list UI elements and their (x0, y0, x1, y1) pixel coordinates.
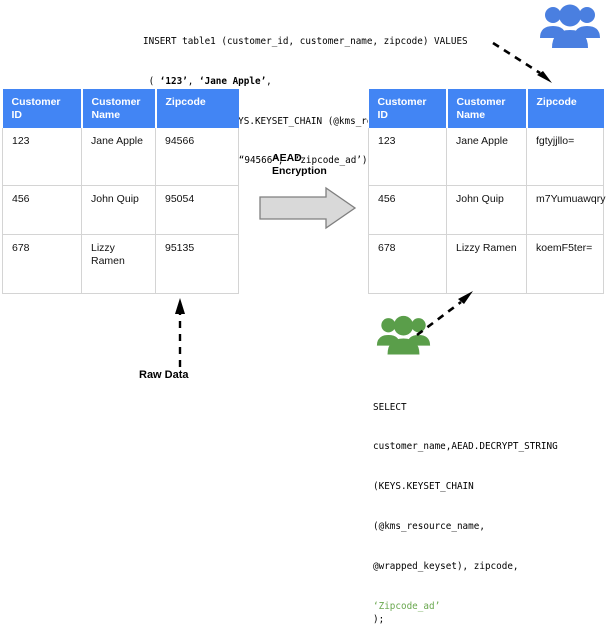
arrow-select-to-encrypted-table (415, 288, 477, 343)
header-line-2: ID (377, 108, 389, 121)
column-header-customer-id: Customer ID (368, 89, 447, 128)
select-line-3: (KEYS.KEYSET_CHAIN (373, 481, 474, 493)
header-line-1: Customer (11, 96, 61, 108)
cell-customer-name: John Quip (446, 185, 527, 235)
select-line-6-tail: ); (373, 614, 385, 626)
table-header-row: Customer ID Customer Name Zipcode (368, 89, 604, 128)
plaintext-table: Customer ID Customer Name Zipcode 123 Ja… (2, 89, 239, 294)
select-line-6: ‘Zipcode_ad’); (373, 600, 558, 627)
cell-customer-id: 678 (2, 234, 82, 294)
header-line-2: Name (91, 108, 121, 121)
cell-customer-id: 123 (2, 128, 82, 186)
cell-zipcode: koemF5ter= (526, 234, 604, 294)
cell-customer-name: Jane Apple (446, 128, 527, 186)
insert-line-1: INSERT table1 (customer_id, customer_nam… (143, 36, 468, 48)
encrypted-table: Customer ID Customer Name Zipcode 123 Ja… (368, 89, 605, 294)
insert-line-2: ( ‘123’, ‘Jane Apple’, (143, 75, 468, 88)
cell-zipcode: 95054 (155, 185, 239, 235)
cell-zipcode: 95135 (155, 234, 239, 294)
column-header-customer-name: Customer Name (445, 89, 527, 128)
select-line-4: (@kms_resource_name, (373, 521, 485, 533)
table-row: 123 Jane Apple fgtyjjllo= (368, 128, 604, 186)
arrow-raw-data (172, 297, 188, 374)
header-line-1: Zipcode (536, 96, 577, 108)
cell-customer-name: Lizzy Ramen (81, 234, 156, 294)
insert-line-2-prefix: ( (143, 76, 160, 88)
table-row: 456 John Quip m7Yumuawqry (368, 185, 605, 235)
cell-customer-name: Lizzy Ramen (446, 234, 527, 294)
header-line-1: Customer (377, 96, 427, 108)
cell-customer-id: 678 (368, 234, 447, 294)
header-line-1: Customer (456, 96, 506, 108)
header-line-2: Name (456, 108, 486, 121)
insert-literal-customer-name: ‘Jane Apple’ (199, 76, 267, 88)
insert-line-2-suffix: , (266, 76, 272, 88)
header-line-1: Customer (91, 96, 141, 108)
table-row: 678 Lizzy Ramen koemF5ter= (368, 234, 604, 294)
table-row: 678 Lizzy Ramen 95135 (2, 234, 239, 294)
cell-zipcode: fgtyjjllo= (526, 128, 604, 186)
table-header-row: Customer ID Customer Name Zipcode (2, 89, 239, 128)
insert-line-2-mid: , (187, 76, 199, 88)
table-row: 456 John Quip 95054 (2, 185, 239, 235)
arrow-insert-to-encrypted-table (490, 40, 556, 93)
cell-customer-name: Jane Apple (81, 128, 156, 186)
column-header-customer-name: Customer Name (80, 89, 156, 128)
cell-customer-id: 456 (2, 185, 82, 235)
header-line-1: Zipcode (165, 96, 206, 108)
encryption-arrow (258, 186, 358, 235)
cell-zipcode: 94566 (155, 128, 239, 186)
insert-literal-customer-id: ‘123’ (159, 76, 188, 88)
select-line-2: customer_name,AEAD.DECRYPT_STRING (373, 441, 558, 453)
cell-customer-id: 456 (368, 185, 447, 235)
raw-data-label: Raw Data (139, 369, 189, 381)
select-statement-code: SELECT customer_name,AEAD.DECRYPT_STRING… (373, 374, 558, 640)
cell-customer-id: 123 (368, 128, 447, 186)
select-line-5: @wrapped_keyset), zipcode, (373, 561, 519, 573)
column-header-zipcode: Zipcode (154, 89, 239, 128)
aead-encryption-label: AEAD Encryption (272, 152, 327, 177)
people-icon-writer (539, 3, 601, 54)
cell-customer-name: John Quip (81, 185, 156, 235)
select-literal-zipcode-ad: ‘Zipcode_ad’ (373, 601, 441, 613)
header-line-2: ID (11, 108, 23, 121)
column-header-customer-id: Customer ID (2, 89, 82, 128)
select-line-1: SELECT (373, 401, 407, 413)
people-icon-reader (376, 313, 431, 362)
table-row: 123 Jane Apple 94566 (2, 128, 239, 186)
column-header-zipcode: Zipcode (525, 89, 604, 128)
cell-zipcode: m7Yumuawqry (526, 185, 605, 235)
